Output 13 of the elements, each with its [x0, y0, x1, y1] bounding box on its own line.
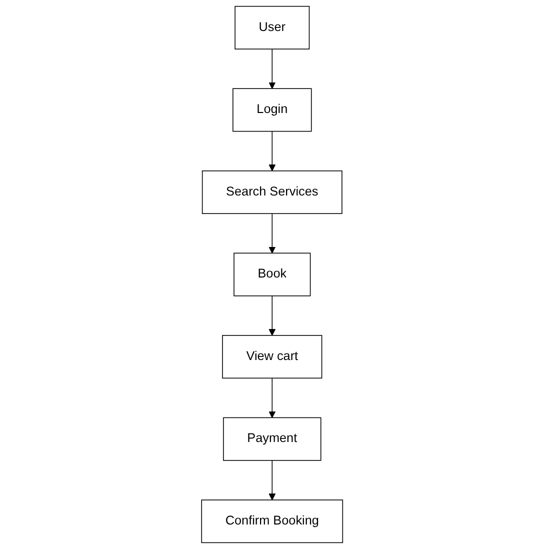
node-box: Confirm Booking	[202, 500, 344, 544]
node-box: Search Services	[202, 170, 343, 214]
arrow	[269, 378, 276, 418]
arrow	[269, 130, 276, 172]
node-box: View cart	[222, 335, 323, 379]
arrow	[269, 460, 276, 500]
arrow	[269, 213, 276, 254]
node-box: User	[235, 6, 310, 50]
node-box: Book	[234, 252, 312, 296]
node-box: Login	[232, 88, 312, 132]
arrow	[269, 48, 276, 89]
arrow	[269, 295, 276, 336]
node-box: Payment	[223, 417, 322, 461]
